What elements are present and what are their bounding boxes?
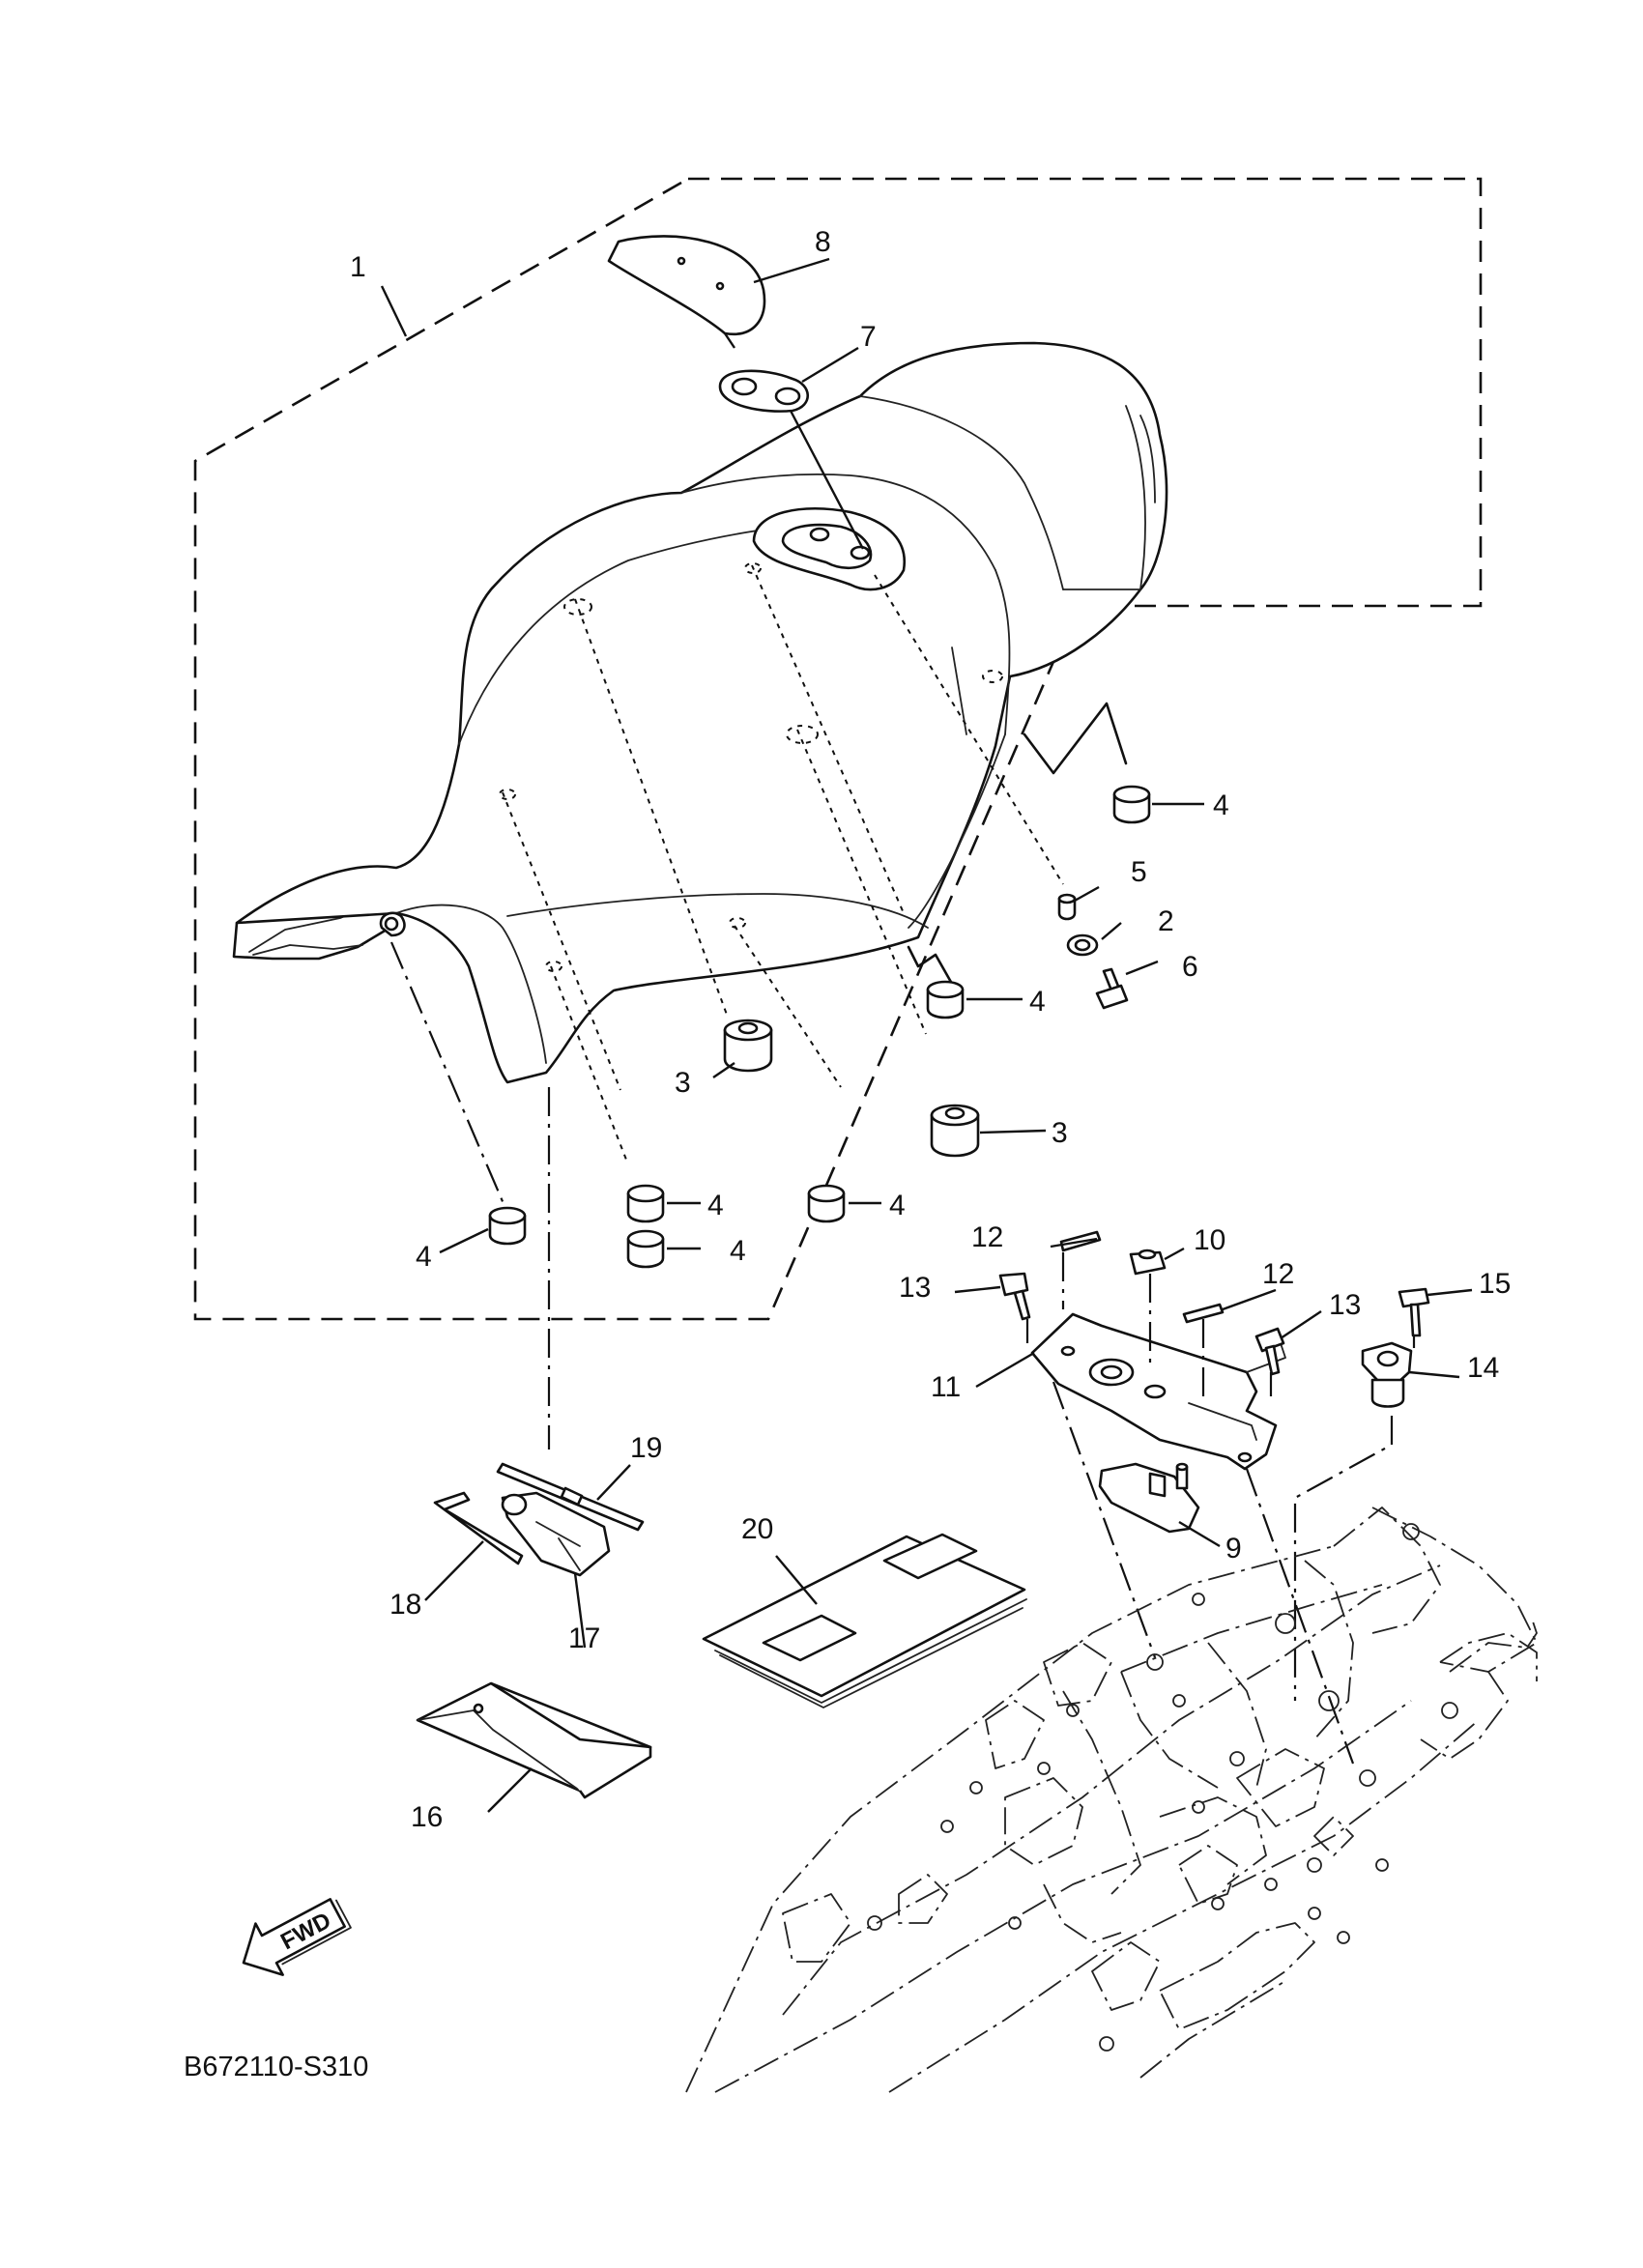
bracket-part-11 [1030, 1312, 1286, 1471]
washer-part-2 [1066, 933, 1099, 957]
tool-screwdriver-bit-19 [496, 1462, 645, 1532]
callout-7: 7 [860, 321, 877, 353]
callout-4d: 4 [889, 1190, 906, 1221]
callout-18: 18 [389, 1589, 421, 1621]
seat-lock-part-9 [1098, 1462, 1200, 1534]
callout-16: 16 [411, 1801, 443, 1833]
callout-15: 15 [1479, 1268, 1511, 1300]
forward-direction-arrow: FWD [242, 1898, 352, 1976]
callout-4e: 4 [416, 1241, 432, 1273]
callout-8: 8 [815, 226, 831, 258]
callout-9: 9 [1225, 1533, 1242, 1565]
seat-drawing [232, 341, 1168, 1084]
callout-13a: 13 [899, 1272, 931, 1304]
callout-4a: 4 [1213, 789, 1229, 821]
drawing-code: B672110-S310 [184, 2052, 368, 2082]
callout-1: 1 [350, 251, 366, 283]
callout-17: 17 [568, 1622, 600, 1654]
owners-manual-20 [702, 1533, 1027, 1708]
tool-hex-wrench-18 [433, 1491, 524, 1565]
callout-5: 5 [1131, 856, 1147, 888]
callout-11: 11 [931, 1371, 961, 1403]
callout-3b: 3 [1052, 1117, 1068, 1149]
gasket-part-7 [718, 369, 865, 550]
callout-14: 14 [1467, 1352, 1499, 1384]
bolt-part-6 [1095, 967, 1129, 1010]
leader-lines [380, 257, 1473, 1813]
cover-part-8 [607, 235, 766, 349]
callout-6: 6 [1182, 951, 1198, 983]
callout-4b: 4 [1029, 986, 1046, 1018]
callout-20: 20 [741, 1513, 773, 1545]
tool-handle-17 [501, 1491, 611, 1577]
callout-13b: 13 [1329, 1289, 1361, 1321]
tool-bag-16 [416, 1681, 652, 1799]
dampers [488, 785, 1151, 1269]
bracket-guide-lines [1025, 1252, 1416, 1765]
frame-phantom [685, 1507, 1538, 2093]
mounting-lines [389, 562, 1128, 1450]
callout-19: 19 [630, 1432, 662, 1464]
collar-part-5 [1057, 893, 1077, 921]
callout-3a: 3 [675, 1067, 691, 1099]
callout-12a: 12 [971, 1221, 1003, 1253]
callout-labels: 1 2 3 3 4 4 4 4 4 4 5 6 7 8 9 10 11 12 1… [350, 226, 1511, 1833]
callout-4c: 4 [707, 1190, 724, 1221]
callout-10: 10 [1194, 1224, 1225, 1256]
callout-12b: 12 [1262, 1258, 1294, 1290]
callout-4f: 4 [730, 1235, 746, 1267]
callout-2: 2 [1158, 905, 1174, 937]
